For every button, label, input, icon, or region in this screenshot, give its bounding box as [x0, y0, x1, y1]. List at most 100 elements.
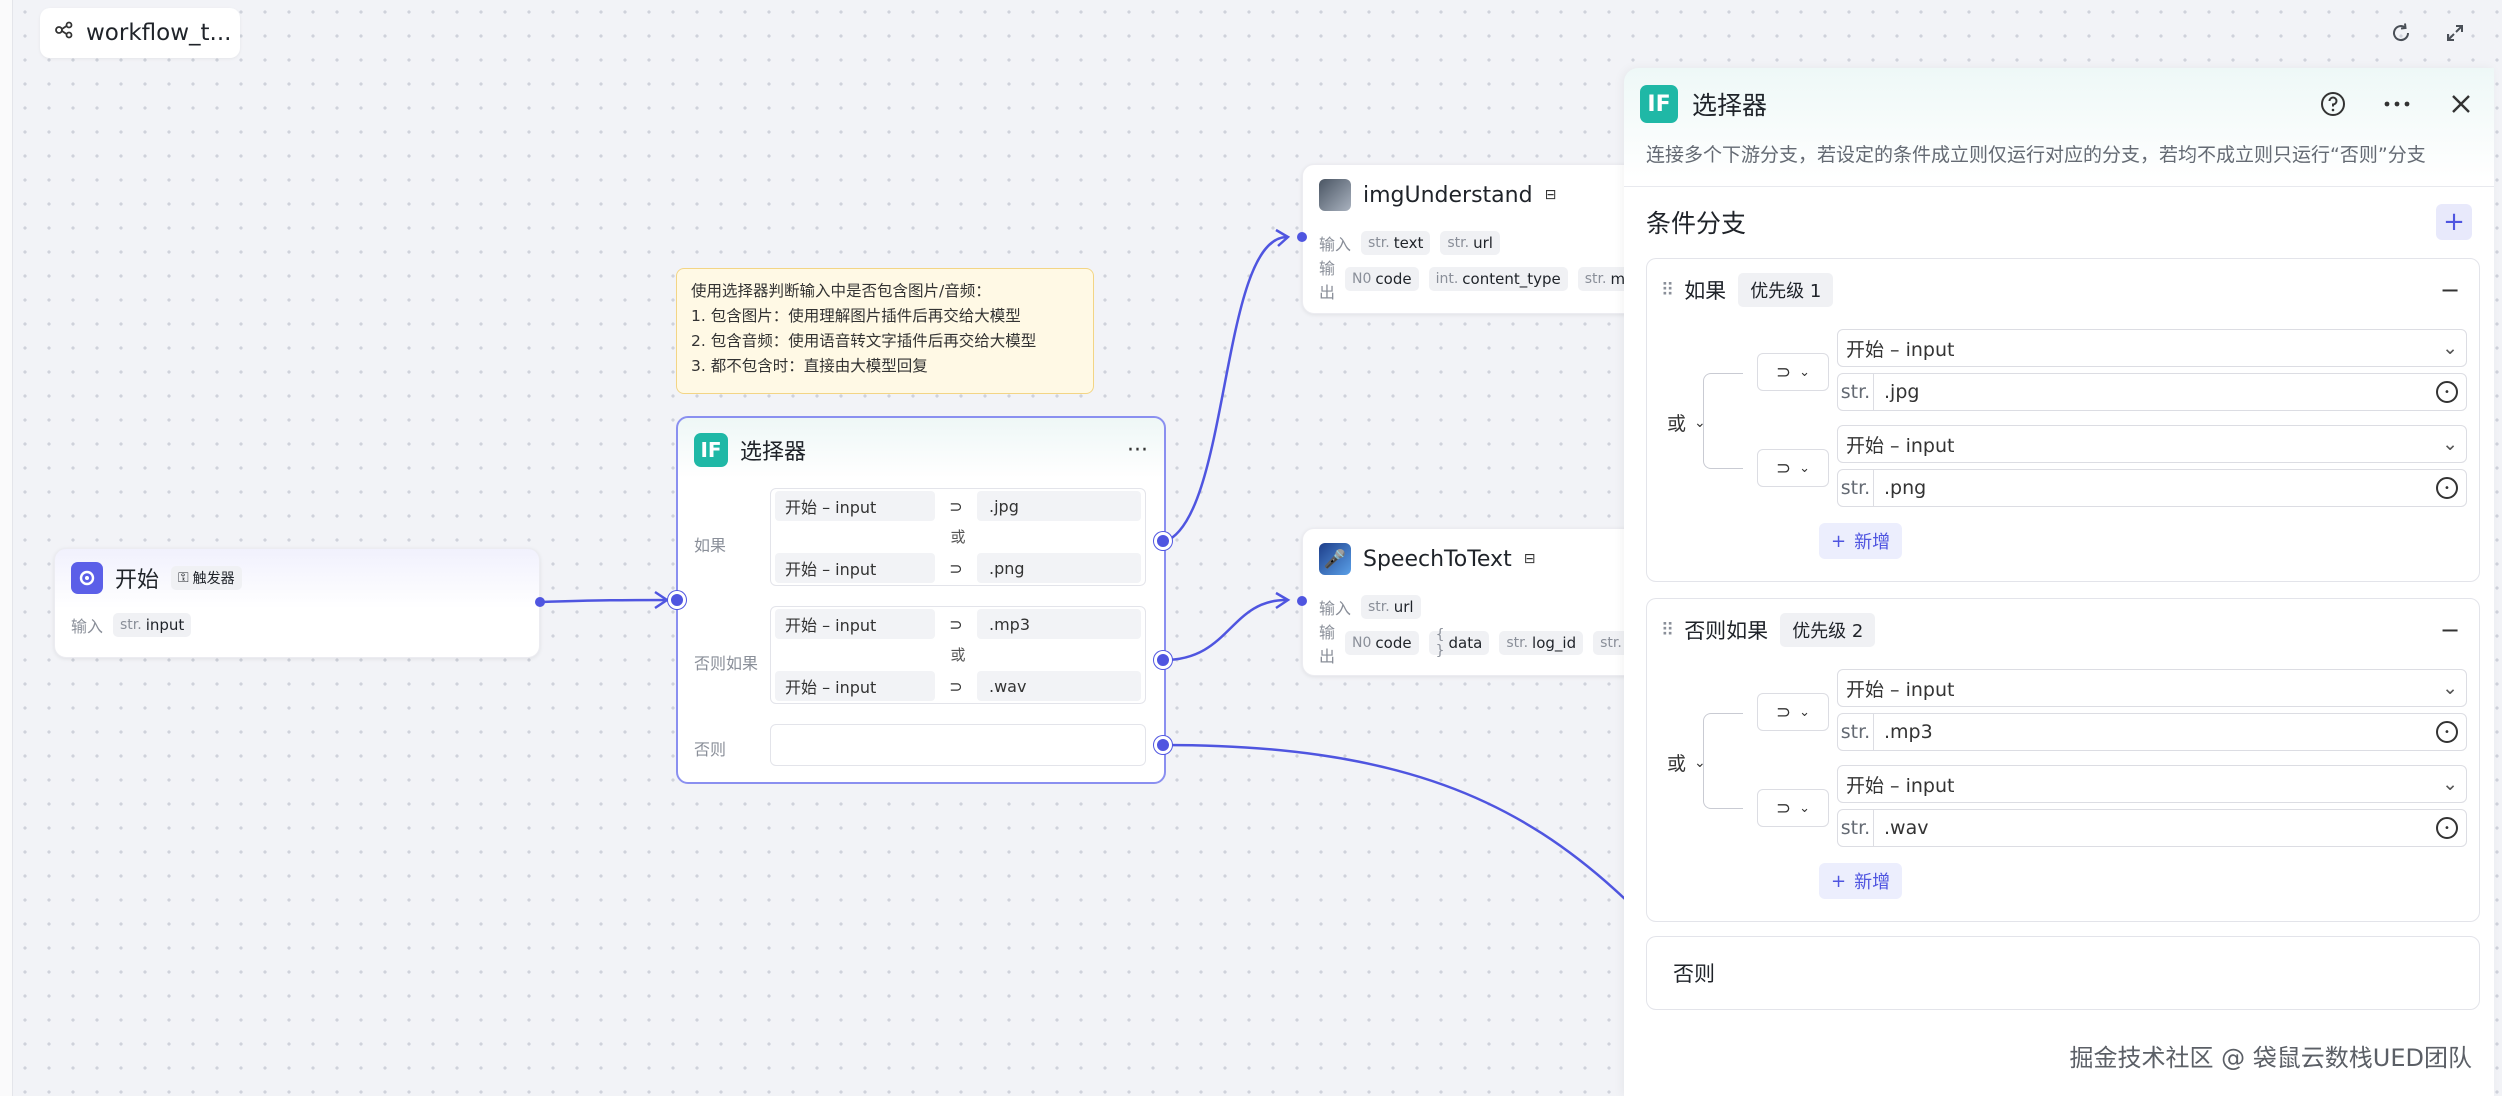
img-understand-node[interactable]: imgUnderstand ⊟ 输入 str.text str.url 输出 N…: [1302, 164, 1642, 314]
start-input-tag: str.input: [113, 613, 192, 637]
if-output-port[interactable]: [1154, 532, 1172, 550]
or-bracket: [1703, 713, 1743, 809]
branch-card-if: ⠿ 如果 优先级 1 − 或 ⌄ ⊃⌄ 开始 – input⌄ str..jpg…: [1646, 258, 2480, 582]
else-branch-label: 否则: [694, 740, 727, 759]
trigger-badge: ⚿ 触发器: [171, 566, 242, 590]
variable-ref-icon[interactable]: •: [2436, 721, 2458, 743]
io-name: code: [1375, 634, 1412, 652]
variable-select[interactable]: 开始 – input⌄: [1837, 425, 2467, 463]
edge-start-arrow: [654, 590, 670, 610]
elif-output-port[interactable]: [1154, 651, 1172, 669]
add-condition-button[interactable]: + 新增: [1819, 523, 1903, 559]
value-input[interactable]: str..mp3•: [1837, 713, 2467, 751]
drag-handle-icon[interactable]: ⠿: [1661, 279, 1674, 301]
plugin-icon: ⊟: [1523, 551, 1536, 567]
edge-else: [1163, 743, 1627, 901]
note-line: 2. 包含音频：使用语音转文字插件后再交给大模型: [691, 332, 1037, 350]
value-type: str.: [1838, 374, 1874, 410]
io-name: url: [1473, 234, 1493, 252]
operator-select[interactable]: ⊃⌄: [1757, 789, 1829, 827]
fullscreen-icon[interactable]: [2438, 16, 2472, 50]
more-icon[interactable]: ···: [1127, 437, 1148, 463]
variable-value: 开始 – input: [1846, 434, 1955, 457]
workflow-title: workflow_t...: [86, 20, 232, 46]
variable-value: 开始 – input: [1846, 338, 1955, 361]
value-type: str.: [1838, 470, 1874, 506]
comment-note[interactable]: 使用选择器判断输入中是否包含图片/音频： 1. 包含图片：使用理解图片插件后再交…: [676, 268, 1094, 394]
operator-select[interactable]: ⊃⌄: [1757, 353, 1829, 391]
condition-var: 开始 – input: [775, 609, 935, 639]
variable-select[interactable]: 开始 – input⌄: [1837, 329, 2467, 367]
variable-ref-icon[interactable]: •: [2436, 817, 2458, 839]
canvas-actions: [2384, 16, 2472, 50]
selector-node-title: 选择器: [740, 440, 807, 465]
condition-op: ⊃: [949, 558, 963, 578]
drag-handle-icon[interactable]: ⠿: [1661, 619, 1674, 641]
variable-select[interactable]: 开始 – input⌄: [1837, 765, 2467, 803]
operator-value: ⊃: [1776, 797, 1792, 819]
start-input-row: 输入 str.input: [55, 607, 539, 643]
io-name: url: [1393, 598, 1414, 616]
add-condition-label: 新增: [1854, 872, 1891, 893]
condition-op: ⊃: [949, 614, 963, 634]
edge-elif-speech: [1163, 598, 1287, 662]
operator-select[interactable]: ⊃⌄: [1757, 693, 1829, 731]
or-joiner[interactable]: 或 ⌄: [1667, 749, 1706, 776]
close-icon[interactable]: [2444, 87, 2478, 121]
start-output-port[interactable]: [535, 597, 545, 607]
condition-row: ⊃⌄ 开始 – input⌄ str..mp3• −: [1757, 669, 2473, 755]
remove-branch-button[interactable]: −: [2439, 616, 2461, 644]
condition-var: 开始 – input: [775, 553, 935, 583]
chevron-down-icon: ⌄: [2442, 773, 2458, 795]
branches-section-header: 条件分支 +: [1624, 187, 2494, 257]
operator-value: ⊃: [1776, 457, 1792, 479]
refresh-icon[interactable]: [2384, 16, 2418, 50]
start-node[interactable]: 开始 ⚿ 触发器 输入 str.input: [54, 548, 540, 658]
condition-row: 开始 – input ⊃ .jpg: [771, 489, 1145, 523]
operator-select[interactable]: ⊃⌄: [1757, 449, 1829, 487]
img-output-label: 输出: [1319, 259, 1336, 302]
condition-value: .jpg: [977, 491, 1141, 521]
io-name: log_id: [1532, 634, 1577, 652]
io-type: N0: [1352, 635, 1372, 651]
value-input[interactable]: str..png•: [1837, 469, 2467, 507]
start-input-type: str.: [120, 617, 142, 633]
io-tag: { }data: [1428, 627, 1490, 659]
branch-label: 否则如果: [1684, 619, 1769, 643]
img-node-header: imgUnderstand ⊟: [1303, 165, 1641, 225]
if-branch-conditions: 开始 – input ⊃ .jpg 或 开始 – input ⊃ .png: [770, 488, 1146, 586]
workflow-title-chip[interactable]: workflow_t...: [40, 8, 240, 58]
start-input-name: input: [145, 616, 185, 634]
value-input[interactable]: str..wav•: [1837, 809, 2467, 847]
or-joiner[interactable]: 或 ⌄: [1667, 409, 1706, 436]
io-type: str.: [1368, 235, 1390, 251]
io-type: { }: [1435, 627, 1445, 659]
chevron-down-icon: ⌄: [1799, 800, 1810, 816]
branch-header: ⠿ 如果 优先级 1 −: [1647, 259, 2479, 321]
variable-select[interactable]: 开始 – input⌄: [1837, 669, 2467, 707]
selector-node[interactable]: IF 选择器 ··· 如果 开始 – input ⊃ .jpg 或 开始 – i…: [676, 416, 1166, 784]
speech-input-port[interactable]: [1297, 596, 1307, 606]
io-type: str.: [1584, 271, 1607, 287]
remove-branch-button[interactable]: −: [2439, 276, 2461, 304]
img-input-port[interactable]: [1297, 232, 1307, 242]
speech-node-header: 🎤 SpeechToText ⊟: [1303, 529, 1641, 589]
selector-input-port[interactable]: [668, 591, 686, 609]
add-branch-button[interactable]: +: [2436, 204, 2472, 240]
plus-icon: +: [1831, 530, 1847, 552]
chevron-down-icon: ⌄: [1799, 364, 1810, 380]
else-output-port[interactable]: [1154, 736, 1172, 754]
panel-actions: [2316, 87, 2478, 121]
more-icon[interactable]: [2380, 87, 2414, 121]
value-input[interactable]: str..jpg•: [1837, 373, 2467, 411]
add-condition-button[interactable]: + 新增: [1819, 863, 1903, 899]
io-type: str.: [1368, 599, 1390, 615]
img-plugin-icon: [1319, 179, 1351, 211]
variable-ref-icon[interactable]: •: [2436, 381, 2458, 403]
value-text: .mp3: [1884, 721, 1933, 743]
speech-input-label: 输入: [1319, 599, 1352, 618]
variable-ref-icon[interactable]: •: [2436, 477, 2458, 499]
start-input-label: 输入: [71, 617, 104, 636]
help-icon[interactable]: [2316, 87, 2350, 121]
